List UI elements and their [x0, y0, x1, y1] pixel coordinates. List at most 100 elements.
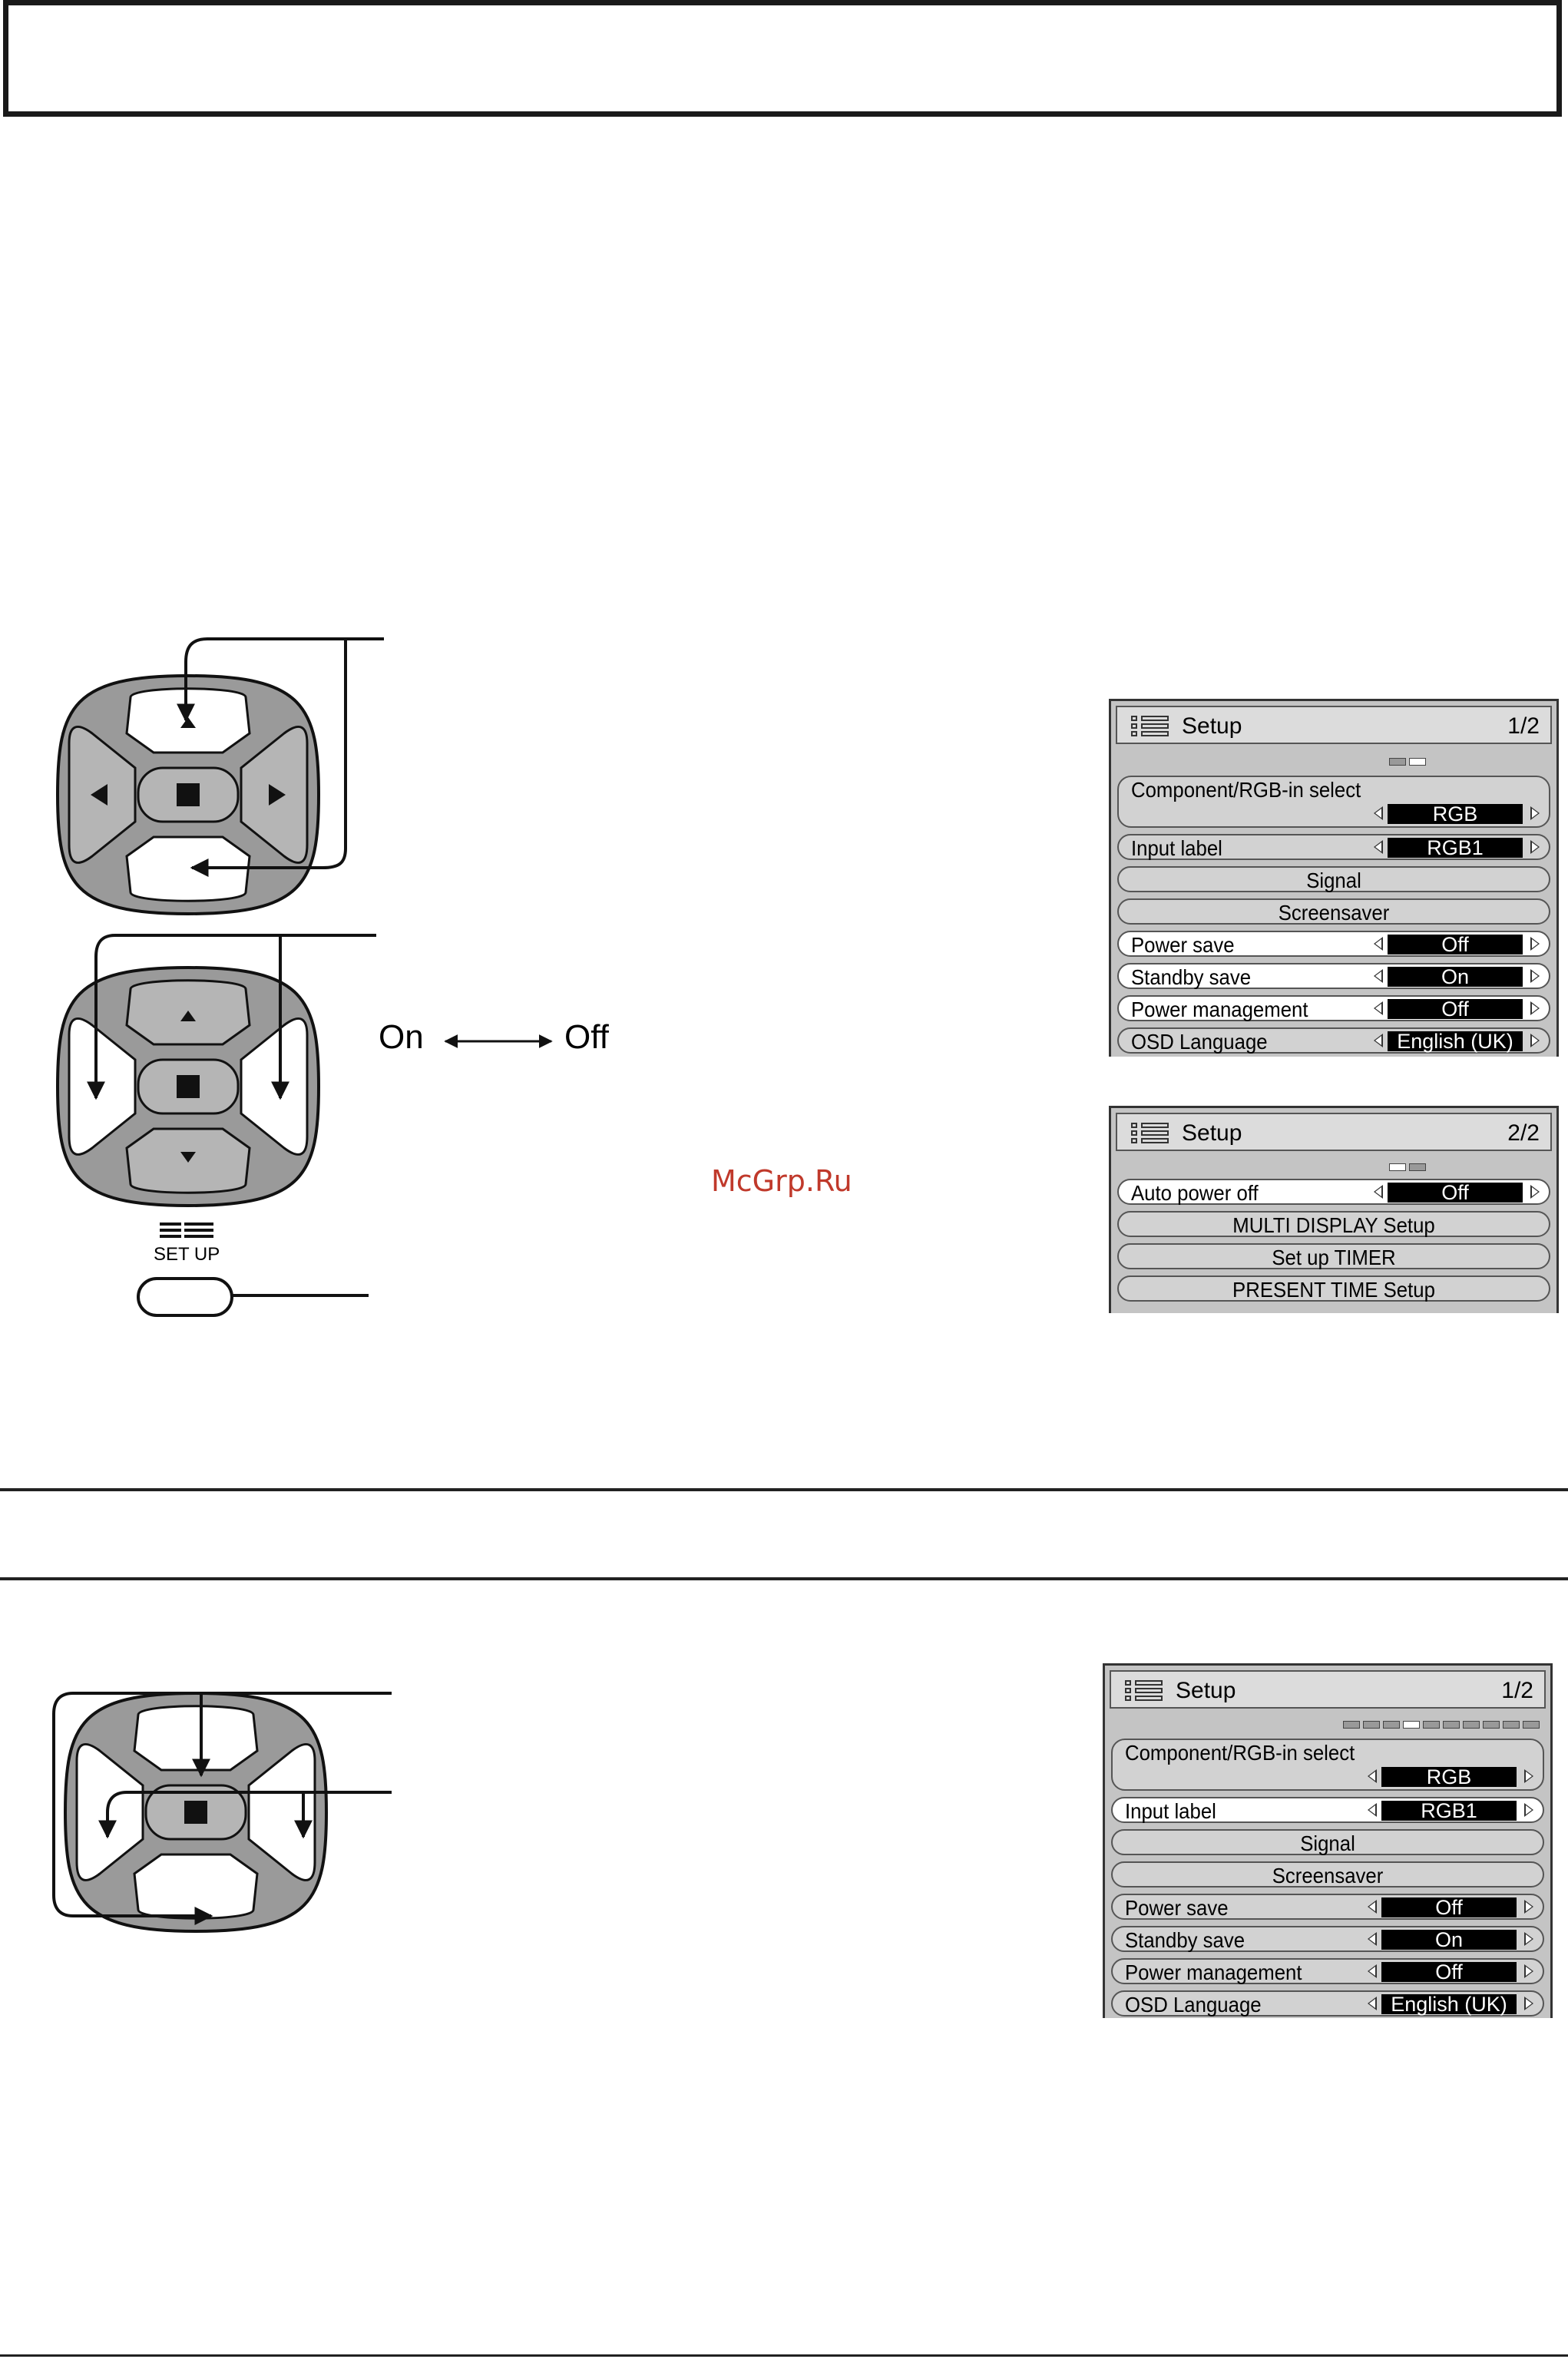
- left-arrow-icon[interactable]: [1368, 1803, 1377, 1817]
- section-title-box: [3, 0, 1562, 117]
- page-indicator: [1389, 758, 1426, 766]
- page-indicator: [1389, 1163, 1426, 1171]
- left-arrow-icon[interactable]: [1374, 1034, 1383, 1047]
- menu-item-set-up-timer[interactable]: Set up TIMER: [1117, 1243, 1550, 1269]
- right-arrow-icon[interactable]: [1524, 1900, 1533, 1914]
- menu-item-osd-language[interactable]: OSD Language English (UK): [1111, 1990, 1544, 2017]
- left-arrow-icon[interactable]: [1374, 937, 1383, 951]
- page-indicator-dot: [1409, 758, 1426, 766]
- watermark: McGrp.Ru: [711, 1164, 852, 1198]
- menu-title: Setup: [1176, 1678, 1236, 1703]
- right-arrow-icon[interactable]: [1530, 969, 1540, 983]
- menu-list-icon: [1131, 715, 1171, 738]
- right-arrow-icon[interactable]: [1530, 806, 1540, 820]
- menu-item-standby-save[interactable]: Standby save On: [1111, 1926, 1544, 1952]
- right-arrow-icon[interactable]: [1524, 1964, 1533, 1978]
- menu-page-number: 1/2: [1507, 713, 1540, 739]
- menu-item-value: RGB: [1388, 804, 1523, 825]
- menu-item-present-time-setup[interactable]: PRESENT TIME Setup: [1117, 1275, 1550, 1302]
- page-indicator-dot: [1423, 1721, 1440, 1729]
- section-divider-bottom: [0, 1577, 1568, 1580]
- menu-item-screensaver[interactable]: Screensaver: [1111, 1861, 1544, 1888]
- menu-item-label: Power management: [1131, 998, 1308, 1021]
- right-arrow-icon[interactable]: [1530, 840, 1540, 854]
- menu-item-label: PRESENT TIME Setup: [1232, 1278, 1435, 1302]
- menu-item-signal[interactable]: Signal: [1111, 1829, 1544, 1855]
- setup-button-graphic: [137, 1223, 233, 1317]
- menu-item-multi-display-setup[interactable]: MULTI DISPLAY Setup: [1117, 1211, 1550, 1237]
- menu-item-value: Off: [1381, 1897, 1517, 1918]
- page-indicator-dot: [1523, 1721, 1540, 1729]
- menu-item-input-label[interactable]: Input label RGB1: [1117, 834, 1550, 860]
- menu-item-value: Off: [1381, 1962, 1517, 1983]
- menu-page-number: 1/2: [1501, 1678, 1533, 1703]
- dpad-left-right: [55, 965, 321, 1208]
- page-indicator-dot: [1363, 1721, 1380, 1729]
- page-indicator-dot: [1483, 1721, 1500, 1729]
- right-arrow-icon[interactable]: [1530, 1034, 1540, 1047]
- left-arrow-icon[interactable]: [1374, 969, 1383, 983]
- menu-header: Setup 1/2: [1116, 706, 1552, 744]
- menu-item-power-save[interactable]: Power save Off: [1117, 931, 1550, 957]
- page-indicator-dot: [1503, 1721, 1520, 1729]
- dpad-up-down: [55, 673, 321, 916]
- page-indicator-dot: [1343, 1721, 1360, 1729]
- menu-item-label: OSD Language: [1125, 1993, 1262, 2017]
- left-arrow-icon[interactable]: [1368, 1769, 1377, 1783]
- menu-item-value: RGB: [1381, 1767, 1517, 1788]
- right-arrow-icon[interactable]: [1530, 937, 1540, 951]
- menu-item-label: MULTI DISPLAY Setup: [1232, 1213, 1435, 1237]
- menu-item-screensaver[interactable]: Screensaver: [1117, 898, 1550, 925]
- left-arrow-icon[interactable]: [1368, 1964, 1377, 1978]
- menu-item-label: OSD Language: [1131, 1030, 1268, 1054]
- menu-item-label: Component/RGB-in select: [1131, 778, 1361, 802]
- page-indicator-dot: [1463, 1721, 1480, 1729]
- left-arrow-icon[interactable]: [1368, 1932, 1377, 1946]
- menu-item-label: Standby save: [1125, 1928, 1245, 1952]
- off-label: Off: [564, 1018, 609, 1056]
- left-arrow-icon[interactable]: [1374, 1001, 1383, 1015]
- menu-item-label: Screensaver: [1272, 1864, 1384, 1888]
- page-indicator-dot: [1389, 758, 1406, 766]
- menu-item-label: Auto power off: [1131, 1181, 1259, 1205]
- menu-item-label: Screensaver: [1278, 901, 1390, 925]
- left-arrow-icon[interactable]: [1368, 1997, 1377, 2010]
- menu-item-value: Off: [1388, 935, 1523, 955]
- right-arrow-icon[interactable]: [1530, 1185, 1540, 1199]
- left-arrow-icon[interactable]: [1374, 840, 1383, 854]
- menu-item-signal[interactable]: Signal: [1117, 866, 1550, 892]
- page-indicator-dot: [1389, 1163, 1406, 1171]
- page-indicator: [1343, 1721, 1540, 1729]
- dpad-all-directions: [63, 1691, 329, 1934]
- right-arrow-icon[interactable]: [1524, 1803, 1533, 1817]
- menu-item-label: Standby save: [1131, 965, 1252, 989]
- right-arrow-icon[interactable]: [1524, 1769, 1533, 1783]
- right-arrow-icon[interactable]: [1530, 1001, 1540, 1015]
- right-arrow-icon[interactable]: [1524, 1997, 1533, 2010]
- on-label: On: [379, 1018, 424, 1056]
- menu-item-label: Input label: [1125, 1799, 1216, 1823]
- menu-title: Setup: [1182, 1120, 1242, 1146]
- left-arrow-icon[interactable]: [1374, 806, 1383, 820]
- menu-item-value: RGB1: [1388, 838, 1523, 859]
- left-arrow-icon[interactable]: [1374, 1185, 1383, 1199]
- left-arrow-icon[interactable]: [1368, 1900, 1377, 1914]
- menu-item-label: Power save: [1131, 933, 1235, 957]
- menu-item-value: English (UK): [1381, 1994, 1517, 2015]
- right-arrow-icon[interactable]: [1524, 1932, 1533, 1946]
- menu-item-value: On: [1381, 1930, 1517, 1950]
- menu-item-label: Input label: [1131, 836, 1222, 860]
- menu-title: Setup: [1182, 713, 1242, 739]
